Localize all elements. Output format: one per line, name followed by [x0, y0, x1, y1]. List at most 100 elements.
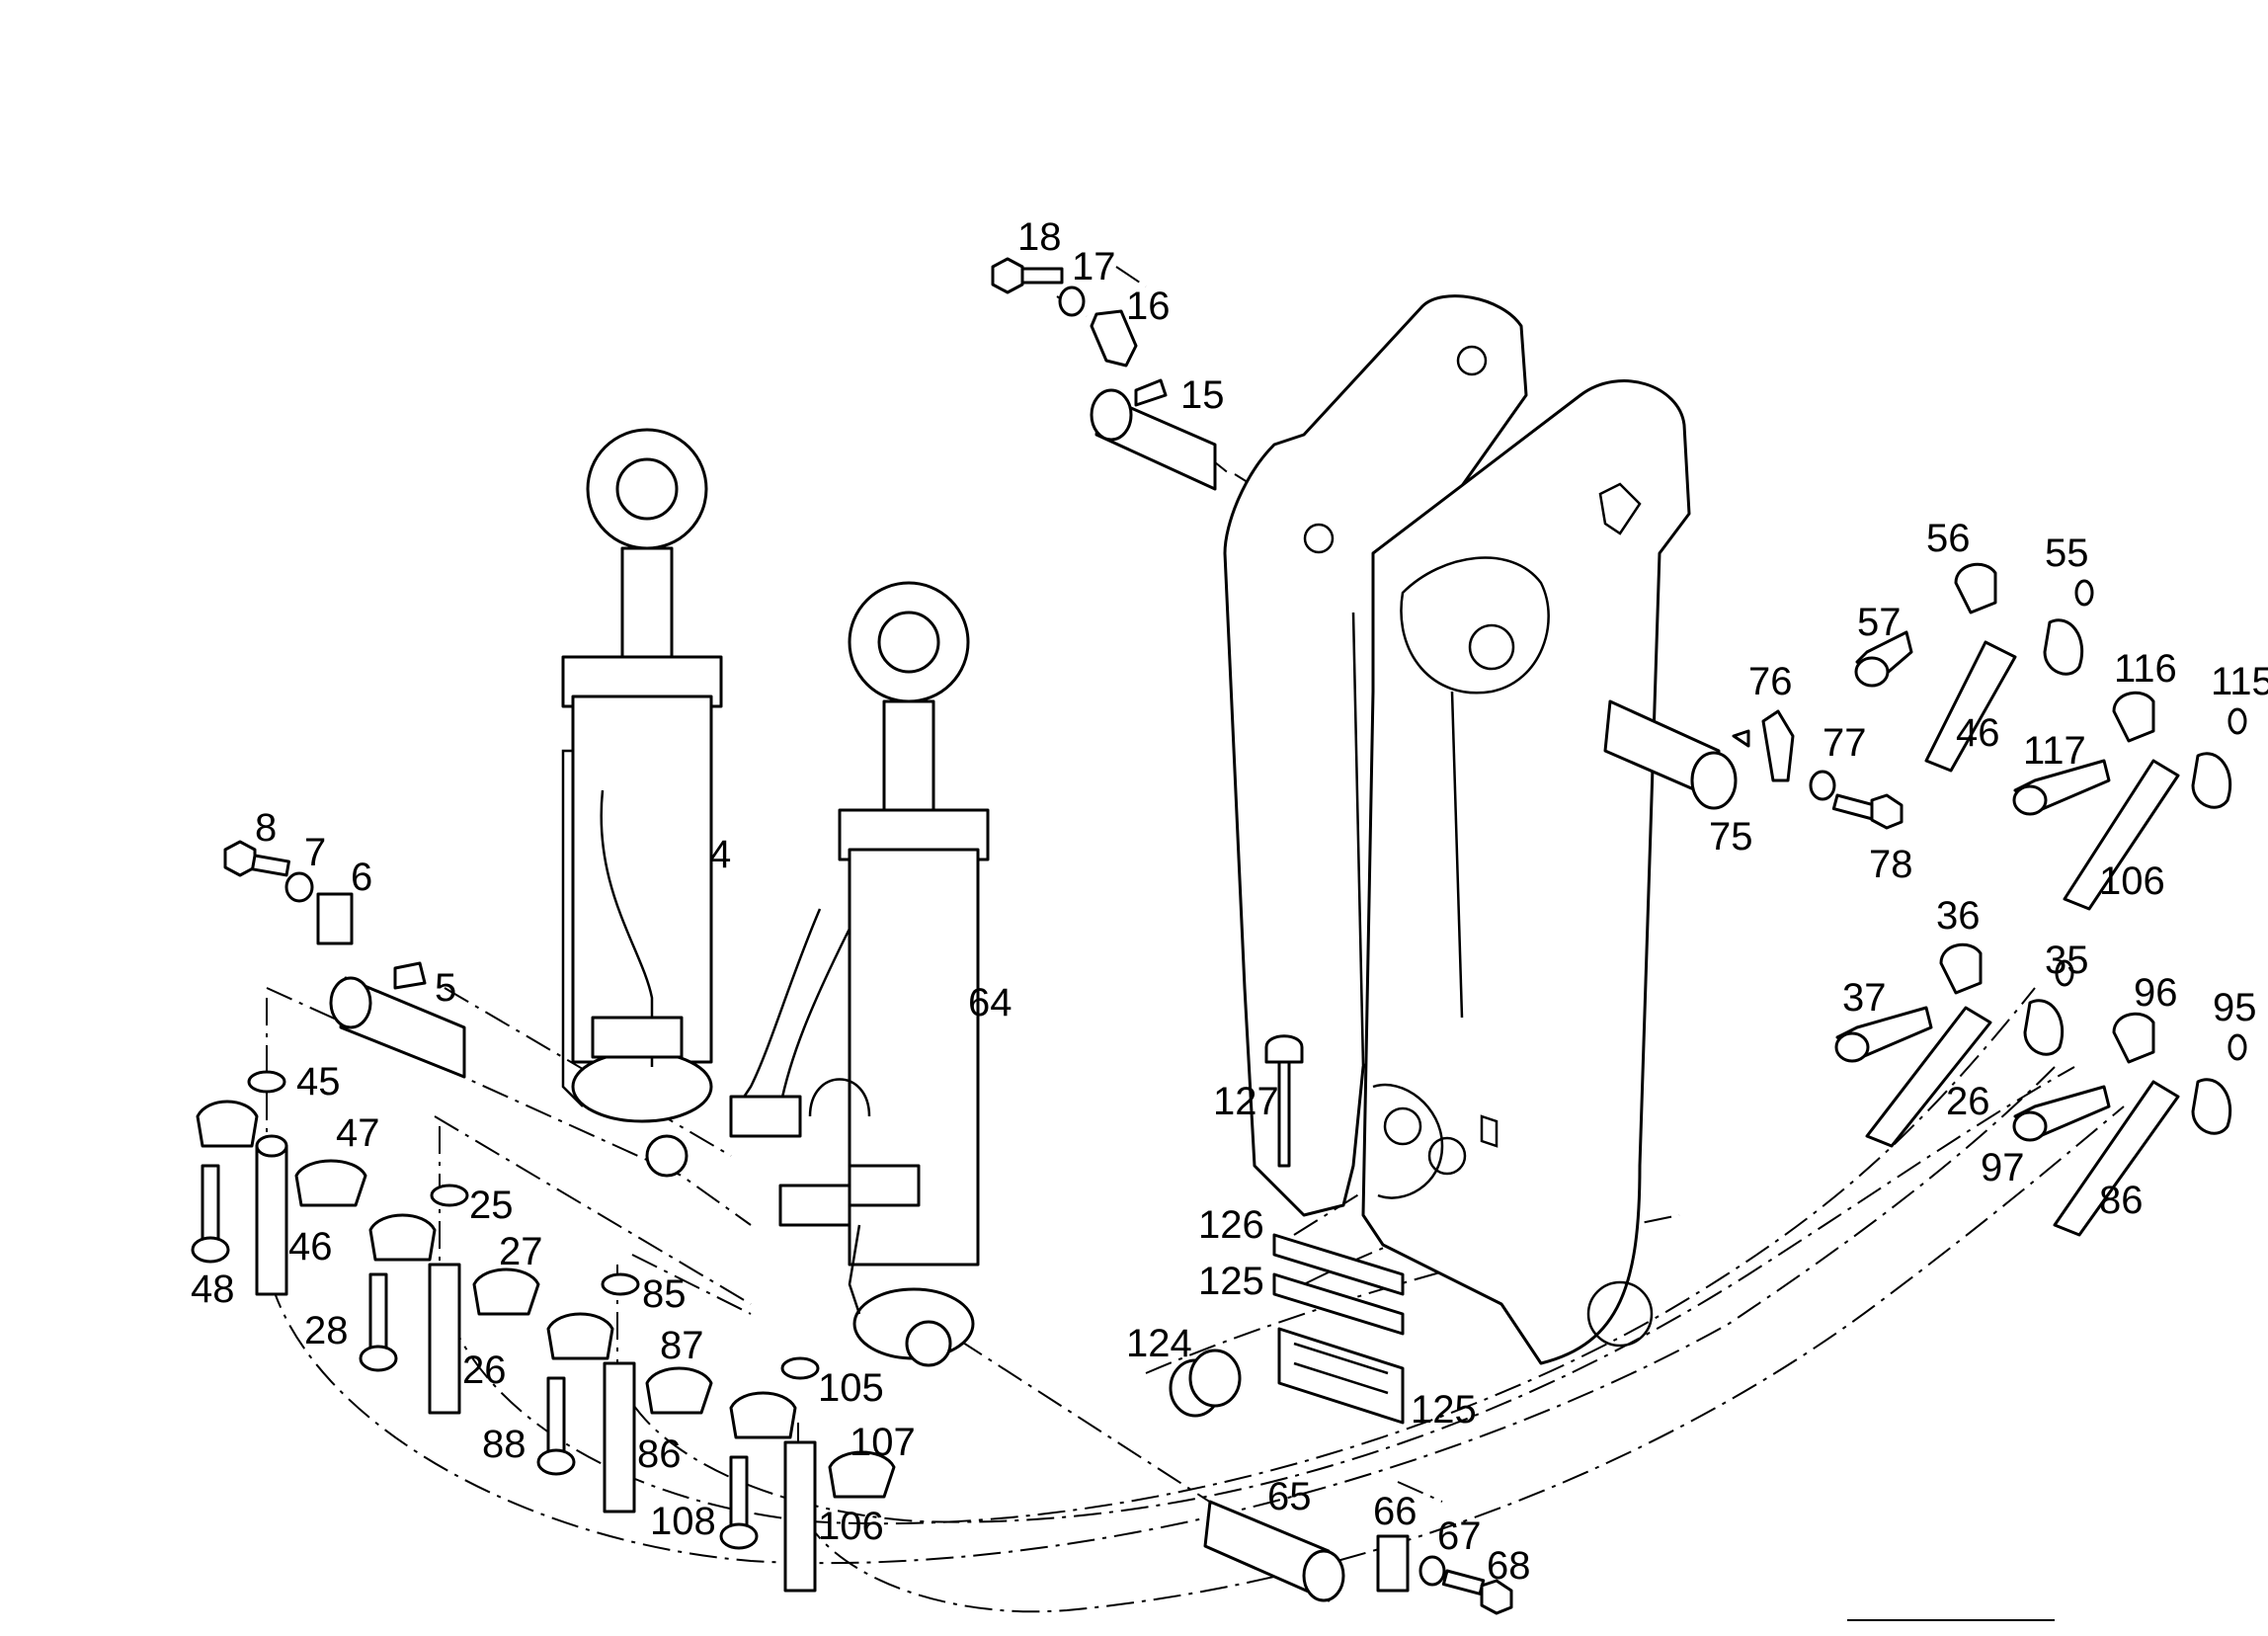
ring-35 — [2055, 959, 2074, 987]
callout-105: 105 — [818, 1366, 884, 1410]
screw-88 — [546, 1376, 566, 1459]
bolt-127 — [1277, 1045, 1291, 1168]
hydraulic-cylinder-4 — [561, 428, 723, 1178]
frame-keyhole — [1598, 482, 1642, 535]
washer-67 — [1418, 1555, 1446, 1587]
plate-66 — [1376, 1534, 1410, 1593]
callout-28: 28 — [304, 1309, 349, 1352]
callout-15: 15 — [1180, 373, 1225, 417]
callout-88: 88 — [482, 1423, 526, 1466]
callout-57: 57 — [1857, 601, 1902, 644]
callout-106-right: 106 — [2099, 859, 2165, 903]
bushing-46 — [255, 1144, 288, 1296]
bushing-46 — [1924, 640, 2017, 773]
callout-97: 97 — [1981, 1146, 2025, 1189]
washer-77 — [1809, 770, 1836, 801]
callout-117: 117 — [2023, 729, 2086, 773]
callout-77: 77 — [1822, 721, 1867, 765]
screw-28 — [368, 1272, 388, 1355]
screw-48 — [201, 1164, 220, 1247]
ring-85 — [601, 1272, 640, 1296]
ring-95 — [2228, 1033, 2247, 1061]
callout-66: 66 — [1373, 1490, 1418, 1533]
callout-36: 36 — [1936, 894, 1981, 938]
pin-group-15 — [991, 257, 1217, 491]
callout-67: 67 — [1437, 1514, 1482, 1558]
callout-64: 64 — [968, 981, 1012, 1024]
callout-75: 75 — [1709, 815, 1753, 859]
washer-7 — [284, 871, 314, 903]
callout-68: 68 — [1487, 1544, 1531, 1588]
clamp-87 — [645, 1366, 713, 1415]
bolt-8 — [223, 840, 257, 877]
callout-37: 37 — [1842, 976, 1887, 1020]
bushing-106 — [2063, 759, 2180, 911]
clamp-47a — [196, 1100, 259, 1148]
callout-5: 5 — [435, 966, 456, 1010]
pin-group-65 — [1203, 1500, 1513, 1615]
clamp-96 — [2112, 1012, 2155, 1064]
callout-86: 86 — [637, 1432, 682, 1476]
callout-125: 125 — [1198, 1260, 1264, 1303]
pivot-bore-lower — [1586, 1280, 1654, 1348]
callout-127: 127 — [1213, 1080, 1279, 1123]
callout-8: 8 — [255, 806, 277, 850]
callout-96: 96 — [2134, 971, 2178, 1015]
strip-125-upper — [1272, 1272, 1405, 1336]
callout-16: 16 — [1126, 285, 1171, 328]
clamp-27 — [472, 1268, 540, 1316]
callout-65: 65 — [1267, 1475, 1312, 1518]
callout-108: 108 — [650, 1500, 716, 1543]
clamp-36 — [1939, 942, 1983, 995]
pivot-bore-upper — [1468, 623, 1515, 671]
clamp-107 — [828, 1450, 896, 1499]
callout-107: 107 — [850, 1421, 916, 1464]
callout-78: 78 — [1869, 843, 1913, 886]
hydraulic-cylinder-64 — [729, 581, 990, 1367]
pin-group-75 — [1603, 699, 1904, 830]
bushing-group-85 — [536, 1272, 713, 1513]
callout-48: 48 — [191, 1268, 235, 1311]
bushing-group-105 — [719, 1356, 896, 1593]
callout-26-right: 26 — [1946, 1080, 1990, 1123]
screw-108 — [729, 1455, 749, 1533]
callout-47: 47 — [336, 1111, 380, 1155]
callout-95: 95 — [2213, 986, 2257, 1029]
callout-115: 115 — [2211, 660, 2268, 703]
plate-126 — [1272, 1233, 1405, 1296]
callout-7: 7 — [304, 831, 326, 874]
bushing-group-95 — [2012, 1012, 2247, 1237]
bushing-26 — [1865, 1006, 1992, 1148]
bushing-group-45 — [191, 1070, 367, 1296]
ring-45 — [247, 1070, 286, 1094]
callout-26: 26 — [462, 1349, 507, 1392]
bushing-group-25 — [359, 1184, 540, 1415]
bolt-18 — [991, 257, 1024, 294]
callout-25: 25 — [469, 1184, 514, 1227]
callout-46-right: 46 — [1956, 711, 2000, 755]
bushing-group-115 — [2012, 691, 2247, 911]
bushing-86 — [2053, 1080, 2180, 1237]
plate-6 — [316, 892, 354, 945]
block-125 — [1277, 1327, 1405, 1425]
callout-55: 55 — [2045, 532, 2089, 575]
callout-116: 116 — [2114, 647, 2177, 691]
washer-17 — [1058, 286, 1086, 317]
bolt-68 — [1480, 1579, 1513, 1615]
callout-46: 46 — [288, 1225, 333, 1268]
ring-25 — [430, 1184, 469, 1207]
ring-105 — [780, 1356, 820, 1380]
ring-115 — [2228, 707, 2247, 735]
callout-4: 4 — [709, 833, 731, 876]
callout-76: 76 — [1748, 660, 1793, 703]
clamp-56 — [1954, 562, 1997, 614]
callout-18: 18 — [1017, 215, 1062, 259]
callout-56: 56 — [1926, 517, 1971, 560]
bushing-group-35 — [1834, 942, 2074, 1148]
clamp-47 — [294, 1159, 367, 1207]
callout-125-lower: 125 — [1411, 1388, 1477, 1432]
bolt-78 — [1870, 793, 1904, 830]
plate-16 — [1090, 309, 1138, 368]
bushing-26 — [428, 1263, 461, 1415]
